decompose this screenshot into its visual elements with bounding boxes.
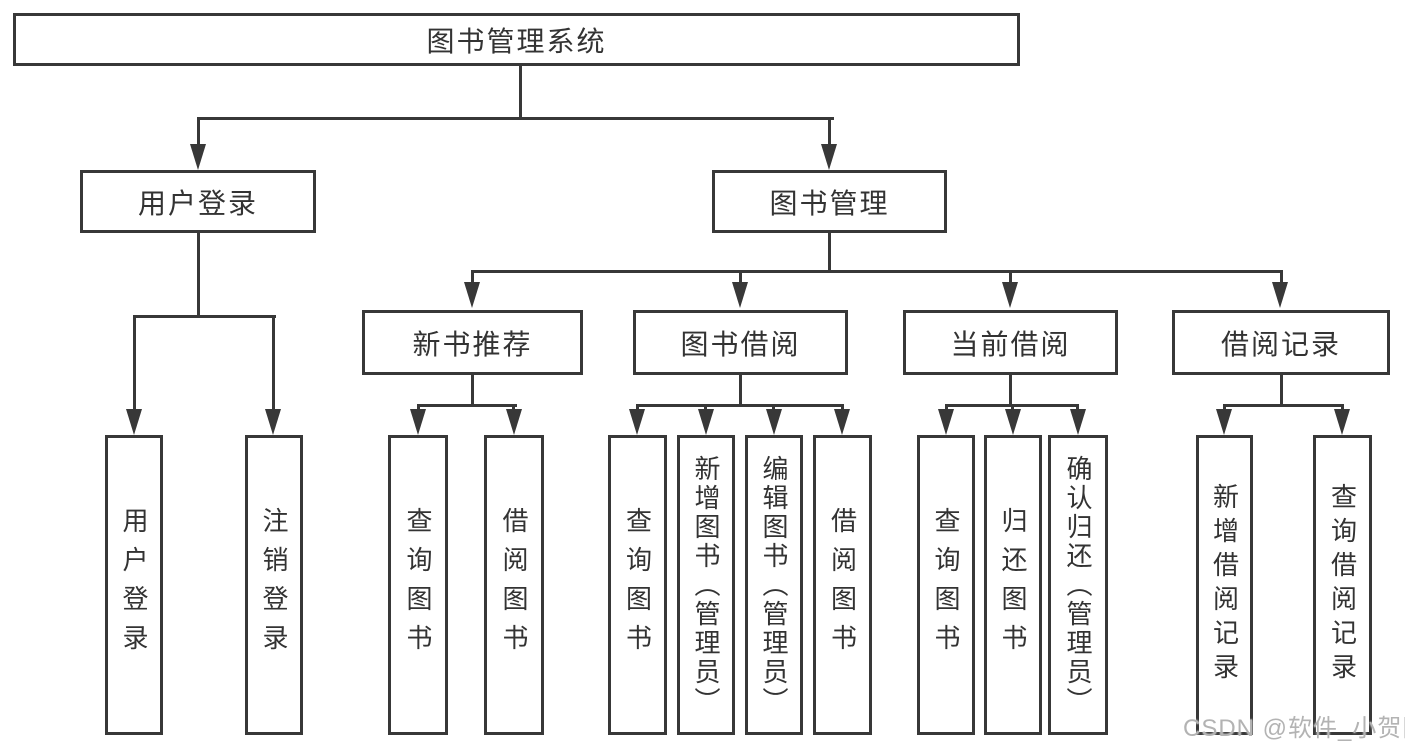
- node-label: 图书借阅: [680, 328, 801, 360]
- arrowhead-leaf: [698, 409, 714, 435]
- connector-book-borrow-drop: [739, 270, 742, 286]
- arrowhead-leaf: [410, 409, 426, 435]
- arrowhead-leaf: [1005, 409, 1021, 435]
- node-label: 新增图书（管理员）: [691, 454, 721, 716]
- node-label: 归还图书: [998, 507, 1028, 663]
- node-label: 注销登录: [259, 507, 289, 663]
- node-records-add-borrow-record: 新增借阅记录: [1196, 435, 1253, 735]
- arrowhead-book-mgmt: [821, 144, 837, 170]
- node-library-management-system: 图书管理系统: [13, 13, 1020, 66]
- node-label: 用户登录: [137, 187, 258, 219]
- node-records-query-borrow-record: 查询借阅记录: [1313, 435, 1372, 735]
- arrowhead-new-book: [464, 282, 480, 308]
- node-borrowing-query-book: 查询图书: [608, 435, 667, 735]
- connector-new-book-drop: [471, 270, 474, 286]
- connector-new-book-stem: [471, 375, 474, 407]
- connector-book-mgmt-drop: [828, 117, 831, 147]
- arrowhead-leaf: [938, 409, 954, 435]
- node-leaf-user-login: 用户登录: [105, 435, 163, 735]
- connector-level2-bus: [197, 117, 834, 120]
- connector-level3-bus: [471, 270, 1283, 273]
- node-book-management: 图书管理: [712, 170, 947, 233]
- connector-borrow-records-drop: [1280, 270, 1283, 286]
- connector-leaf-logout-drop: [272, 315, 275, 410]
- node-label: 查询图书: [622, 507, 653, 663]
- arrowhead-user-login: [190, 144, 206, 170]
- connector-book-mgmt-stem: [828, 233, 831, 273]
- node-current-query-book: 查询图书: [917, 435, 975, 735]
- node-current-borrowing: 当前借阅: [903, 310, 1118, 375]
- arrowhead-leaf: [834, 409, 850, 435]
- connector-new-book-bus: [417, 404, 517, 407]
- arrowhead-leaf: [506, 409, 522, 435]
- node-label: 查询图书: [931, 507, 961, 663]
- node-current-confirm-return-admin: 确认归还（管理员）: [1048, 435, 1108, 735]
- arrowhead-leaf: [766, 409, 782, 435]
- node-label: 查询借阅记录: [1327, 483, 1358, 687]
- node-borrowing-edit-book-admin: 编辑图书（管理员）: [745, 435, 803, 735]
- arrowhead-leaf-user-login: [126, 409, 142, 435]
- connector-borrow-records-bus: [1224, 404, 1343, 407]
- arrowhead-book-borrow: [732, 282, 748, 308]
- arrowhead-current-borrow: [1002, 282, 1018, 308]
- connector-user-login-bus: [133, 315, 276, 318]
- node-new-book-borrow-book: 借阅图书: [484, 435, 544, 735]
- connector-root-stem: [519, 66, 522, 120]
- arrowhead-leaf: [629, 409, 645, 435]
- arrowhead-leaf: [1216, 409, 1232, 435]
- node-label: 新增借阅记录: [1209, 483, 1240, 687]
- node-label: 借阅图书: [499, 507, 529, 663]
- connector-book-borrow-stem: [739, 375, 742, 407]
- node-label: 图书管理: [769, 187, 890, 219]
- connector-user-login-stem: [197, 233, 200, 318]
- node-borrowing-add-book-admin: 新增图书（管理员）: [677, 435, 735, 735]
- node-new-book-query-book: 查询图书: [388, 435, 448, 735]
- arrowhead-leaf: [1070, 409, 1086, 435]
- node-borrowing-borrow-book: 借阅图书: [813, 435, 872, 735]
- connector-user-login-drop: [197, 117, 200, 147]
- connector-leaf-user-login-drop: [133, 315, 136, 410]
- node-label: 查询图书: [403, 507, 433, 663]
- connector-borrow-records-stem: [1280, 375, 1283, 407]
- node-user-login: 用户登录: [80, 170, 316, 233]
- node-label: 用户登录: [119, 507, 149, 663]
- connector-book-borrow-bus: [637, 404, 844, 407]
- node-label: 图书管理系统: [426, 25, 607, 57]
- node-current-return-book: 归还图书: [984, 435, 1042, 735]
- connector-current-borrow-stem: [1009, 375, 1012, 407]
- node-book-borrowing: 图书借阅: [633, 310, 848, 375]
- node-leaf-logout: 注销登录: [245, 435, 303, 735]
- node-label: 借阅图书: [827, 507, 858, 663]
- connector-current-borrow-drop: [1009, 270, 1012, 286]
- node-borrowing-records: 借阅记录: [1172, 310, 1390, 375]
- node-label: 借阅记录: [1220, 328, 1341, 360]
- node-new-book-recommendation: 新书推荐: [362, 310, 583, 375]
- node-label: 确认归还（管理员）: [1063, 454, 1093, 716]
- node-label: 新书推荐: [412, 328, 533, 360]
- csdn-watermark: CSDN @软件_小贺同学: [1183, 715, 1405, 742]
- node-label: 编辑图书（管理员）: [759, 454, 789, 716]
- node-label: 当前借阅: [950, 328, 1071, 360]
- arrowhead-leaf: [1334, 409, 1350, 435]
- arrowhead-leaf-logout: [265, 409, 281, 435]
- arrowhead-borrow-records: [1272, 282, 1288, 308]
